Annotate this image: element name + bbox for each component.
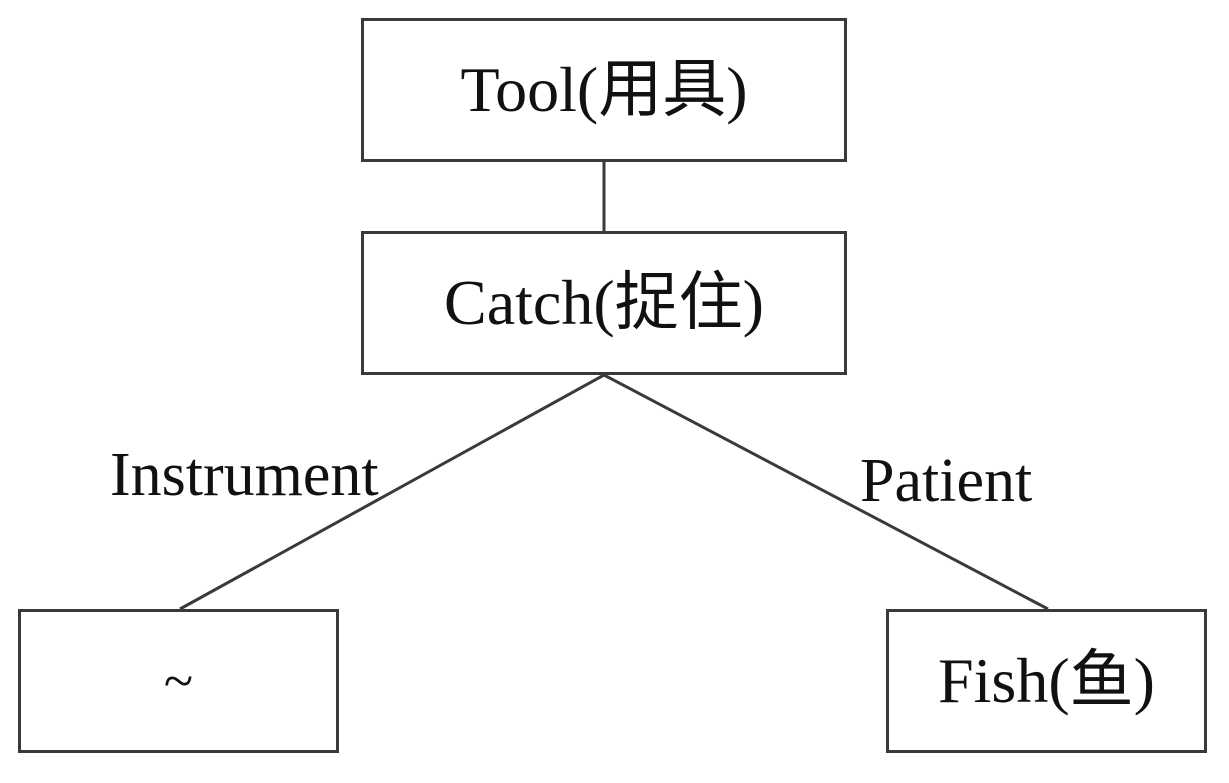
node-tilde: ~ [18, 609, 339, 753]
edge-label-patient: Patient [860, 447, 1033, 515]
node-tilde-label: ~ [163, 651, 194, 711]
node-fish-label: Fish(鱼) [938, 645, 1155, 716]
node-catch-label: Catch(捉住) [444, 267, 764, 338]
node-fish: Fish(鱼) [886, 609, 1207, 753]
node-tool-label: Tool(用具) [460, 54, 748, 125]
node-tool: Tool(用具) [361, 18, 847, 162]
edge-catch-instrument [179, 373, 605, 611]
edge-catch-patient [603, 373, 1049, 611]
node-catch: Catch(捉住) [361, 231, 847, 375]
edge-label-instrument: Instrument [110, 441, 379, 509]
